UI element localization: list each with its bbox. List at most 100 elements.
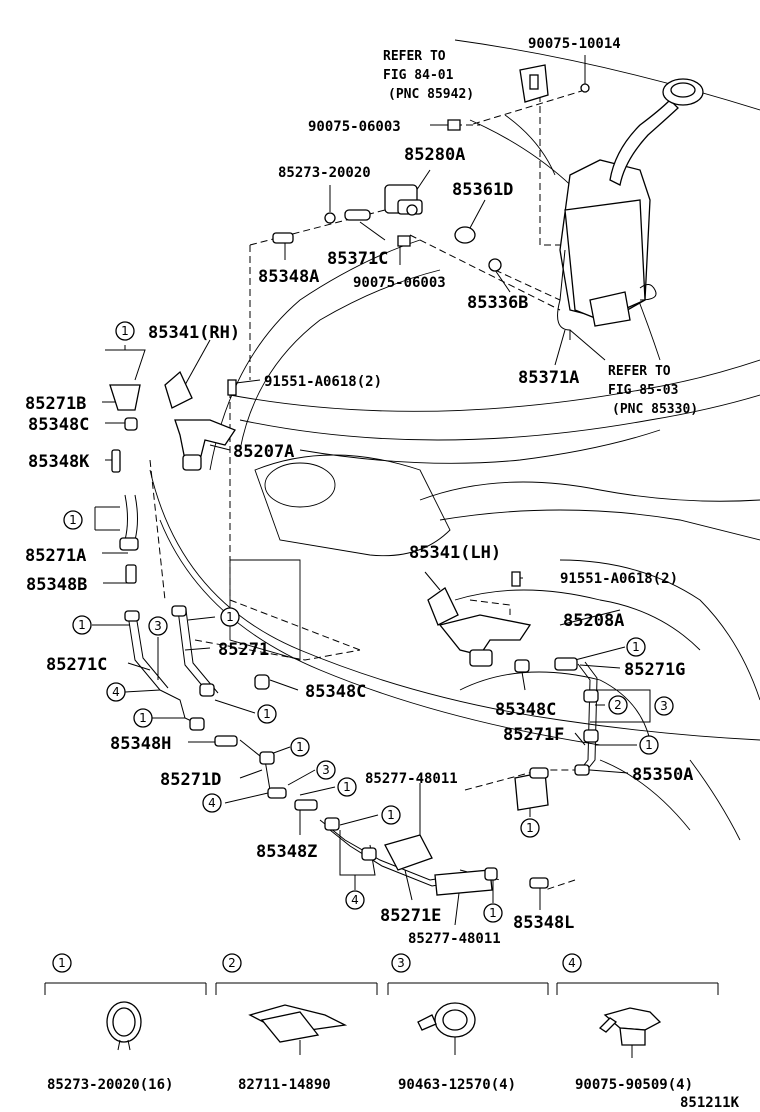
reference-bracket — [519, 64, 549, 103]
headlamp-cover-lh — [427, 587, 459, 626]
label-85336B: 85336B — [467, 293, 528, 313]
callout-1: 1 — [483, 903, 503, 923]
callout-4: 4 — [106, 682, 126, 702]
svg-text:3: 3 — [660, 699, 668, 713]
callout-1: 1 — [337, 777, 357, 797]
svg-text:1: 1 — [78, 618, 86, 632]
callout-1: 1 — [381, 805, 401, 825]
legend-item-2: 2 82711-14890 — [222, 953, 348, 1093]
small-fittings — [227, 83, 590, 587]
callout-1: 1 — [72, 615, 92, 635]
label-85361D: 85361D — [452, 180, 513, 200]
ref-fig84-line1: REFER TO — [383, 49, 446, 64]
callout-1: 1 — [257, 704, 277, 724]
label-85271E: 85271E — [380, 906, 441, 926]
label-85348C-1: 85348C — [28, 415, 89, 435]
svg-text:1: 1 — [69, 513, 77, 527]
callout-1: 1 — [626, 637, 646, 657]
label-85208A: 85208A — [563, 611, 624, 631]
ref-fig85-line2: FIG 85-03 — [608, 383, 678, 398]
reference-note-fig84: REFER TO FIG 84-01 (PNC 85942) — [383, 49, 474, 102]
label-85271G: 85271G — [624, 660, 685, 680]
svg-text:1: 1 — [58, 956, 66, 970]
label-91551-a0618-1: 91551-A0618(2) — [264, 374, 382, 390]
callout-4: 4 — [345, 890, 365, 910]
legend-part-3: 90463-12570(4) — [398, 1077, 516, 1093]
legend-item-4: 4 90075-90509(4) — [562, 953, 693, 1093]
legend-part-4: 90075-90509(4) — [575, 1077, 693, 1093]
ref-fig85-line3: (PNC 85330) — [612, 402, 698, 417]
washer-pump-relay — [384, 184, 423, 216]
figure-code: 851211K — [680, 1095, 740, 1111]
label-85348C-2: 85348C — [305, 682, 366, 702]
label-85341-rh: 85341(RH) — [148, 323, 240, 343]
svg-text:4: 4 — [568, 956, 576, 970]
svg-text:1: 1 — [296, 740, 304, 754]
label-85277-48011-b: 85277-48011 — [408, 931, 501, 947]
svg-text:1: 1 — [263, 707, 271, 721]
callout-3: 3 — [316, 760, 336, 780]
svg-text:4: 4 — [208, 796, 216, 810]
ref-fig85-line1: REFER TO — [608, 364, 671, 379]
label-85207A: 85207A — [233, 442, 294, 462]
callout-2: 2 — [608, 695, 628, 715]
reference-note-fig85: REFER TO FIG 85-03 (PNC 85330) — [608, 364, 698, 417]
label-85271: 85271 — [218, 640, 269, 660]
callout-3: 3 — [148, 616, 168, 636]
label-85341-lh: 85341(LH) — [409, 543, 501, 563]
label-85271B: 85271B — [25, 394, 86, 414]
svg-text:1: 1 — [121, 324, 129, 338]
callout-1: 1 — [133, 708, 153, 728]
retainer-clip-icon — [598, 1007, 662, 1058]
callout-1: 1 — [115, 321, 135, 341]
svg-text:3: 3 — [154, 619, 162, 633]
callout-1: 1 — [639, 735, 659, 755]
svg-text:1: 1 — [226, 610, 234, 624]
label-85271D: 85271D — [160, 770, 221, 790]
vehicle-body-outline — [149, 39, 760, 841]
label-85371C: 85371C — [327, 249, 388, 269]
callout-1: 1 — [520, 818, 540, 838]
washer-tank — [557, 159, 657, 340]
svg-text:3: 3 — [322, 763, 330, 777]
hose-rh-branch — [109, 384, 549, 896]
nozzle-lh — [438, 614, 532, 667]
filler-neck — [609, 78, 704, 186]
svg-text:1: 1 — [343, 780, 351, 794]
label-85348K: 85348K — [28, 452, 90, 472]
nozzle-rh — [174, 419, 236, 471]
legend-item-1: 1 85273-20020(16) — [47, 953, 173, 1093]
callout-circles: 1 1 1 3 1 4 1 1 1 3 1 4 1 4 1 1 2 3 1 1 — [63, 321, 674, 923]
legend-part-1: 85273-20020(16) — [47, 1077, 173, 1093]
svg-text:4: 4 — [351, 893, 359, 907]
label-85348A: 85348A — [258, 267, 319, 287]
label-90075-10014: 90075-10014 — [528, 36, 621, 52]
svg-text:1: 1 — [489, 906, 497, 920]
svg-text:1: 1 — [645, 738, 653, 752]
ref-fig84-line2: FIG 84-01 — [383, 68, 454, 83]
callout-3: 3 — [654, 696, 674, 716]
svg-text:2: 2 — [228, 956, 236, 970]
hose-clamp-icon — [106, 1001, 142, 1051]
band-clamp-icon — [417, 1002, 476, 1055]
legend: 1 85273-20020(16) 2 82711-14890 3 — [44, 953, 719, 1093]
leader-lines — [92, 55, 651, 926]
callout-1: 1 — [290, 737, 310, 757]
headlamp-cover-rh — [164, 370, 193, 409]
label-90075-06003-top: 90075-06003 — [308, 119, 401, 135]
label-85271A: 85271A — [25, 546, 86, 566]
label-85348H: 85348H — [110, 734, 171, 754]
legend-item-3: 3 90463-12570(4) — [391, 953, 516, 1093]
wire-clip-icon — [248, 1004, 348, 1055]
svg-text:4: 4 — [112, 685, 120, 699]
callout-4: 4 — [202, 793, 222, 813]
svg-text:1: 1 — [526, 821, 534, 835]
legend-part-2: 82711-14890 — [238, 1077, 331, 1093]
label-85348L: 85348L — [513, 913, 574, 933]
callout-1: 1 — [220, 607, 240, 627]
label-85348Z: 85348Z — [256, 842, 317, 862]
label-85273-20020: 85273-20020 — [278, 165, 371, 181]
label-85277-48011-a: 85277-48011 — [365, 771, 458, 787]
svg-text:1: 1 — [387, 808, 395, 822]
